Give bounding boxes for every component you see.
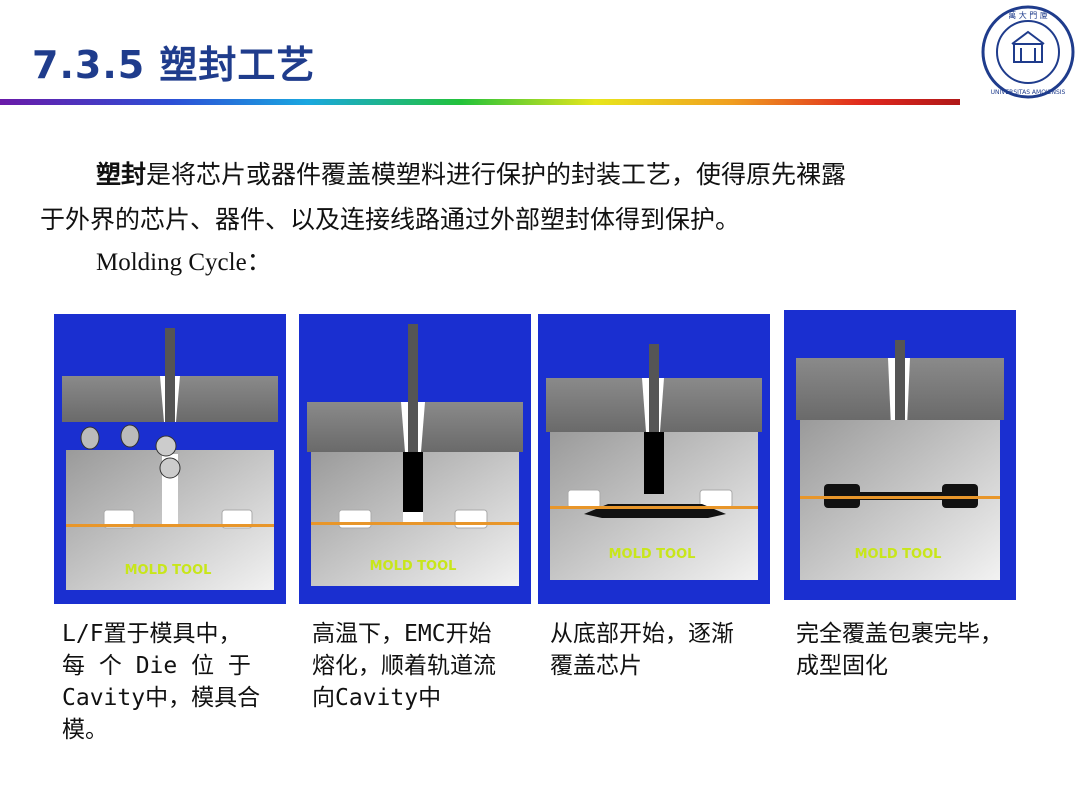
panel-4-diagram: MOLD TOOL — [784, 310, 1016, 600]
panel-1-diagram: MOLD TOOL — [54, 314, 286, 604]
panel-4-label: MOLD TOOL — [855, 547, 942, 562]
caption-3-line: 覆盖芯片 — [550, 653, 642, 679]
rainbow-divider — [0, 99, 960, 105]
caption-1-line: Cavity中，模具合 — [62, 685, 261, 711]
caption-4-line: 成型固化 — [796, 653, 888, 679]
intro-line1: 是将芯片或器件覆盖模塑料进行保护的封装工艺，使得原先裸露 — [146, 160, 847, 189]
intro-bold-term: 塑封 — [96, 160, 147, 189]
caption-1-line: 模。 — [62, 717, 108, 743]
caption-1: L/F置于模具中， 每 个 Die 位 于 Cavity中，模具合 模。 — [62, 618, 292, 746]
caption-3-line: 从底部开始，逐渐 — [550, 621, 734, 647]
caption-2-line: 熔化，顺着轨道流 — [312, 653, 496, 679]
panel-3-label: MOLD TOOL — [609, 547, 696, 562]
molding-cycle-label: Molding Cycle： — [96, 249, 272, 276]
intro-paragraph: 塑封是将芯片或器件覆盖模塑料进行保护的封装工艺，使得原先裸露 于外界的芯片、器件… — [40, 152, 1020, 242]
seal-chars: 萬 大 門 廈 — [1008, 10, 1048, 20]
panel-2-diagram: MOLD TOOL — [299, 314, 531, 604]
caption-2-line: 高温下，EMC开始 — [312, 621, 492, 647]
caption-2-line: 向Cavity中 — [312, 685, 442, 711]
caption-1-line: 每 个 Die 位 于 — [62, 653, 251, 679]
seal-latin: UNIVERSITAS AMOIENSIS — [991, 89, 1066, 96]
caption-2: 高温下，EMC开始 熔化，顺着轨道流 向Cavity中 — [312, 618, 542, 714]
panel-2-label: MOLD TOOL — [370, 559, 457, 574]
panel-1-label: MOLD TOOL — [125, 563, 212, 578]
caption-3: 从底部开始，逐渐 覆盖芯片 — [550, 618, 780, 682]
caption-1-line: L/F置于模具中， — [62, 621, 242, 647]
intro-line2: 于外界的芯片、器件、以及连接线路通过外部塑封体得到保护。 — [40, 205, 741, 234]
caption-4-line: 完全覆盖包裹完毕， — [796, 621, 1003, 647]
page-title: 7.3.5 塑封工艺 — [32, 43, 316, 87]
caption-4: 完全覆盖包裹完毕， 成型固化 — [796, 618, 1066, 682]
panel-3-diagram: MOLD TOOL — [538, 314, 770, 604]
university-seal-icon: 萬 大 門 廈 UNIVERSITAS AMOIENSIS — [981, 5, 1075, 99]
